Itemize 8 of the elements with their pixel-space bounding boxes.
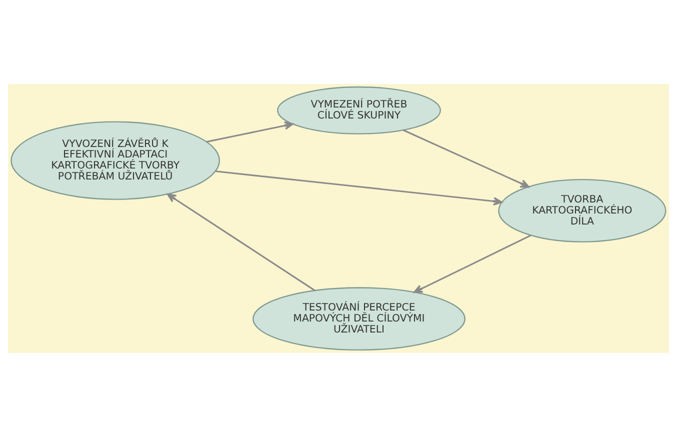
arrow [402,129,530,188]
arrow [166,194,316,292]
node-ellipse: TESTOVÁNÍ PERCEPCE MAPOVÝCH DĚL CÍLOVÝMI UŽIVATELI [252,287,466,351]
node-ellipse: VYVOZENÍ ZÁVĚRŮ K EFEKTIVNÍ ADAPTACI KARTOGRAFICKÉ TVORBY POTŘEBÁM UŽIVATELŮ [10,121,220,200]
arrow [216,170,502,206]
node-ellipse: VYMEZENÍ POTŘEB CÍLOVÉ SKUPINY [277,86,441,134]
arrow [206,121,294,143]
arrow [414,234,532,294]
